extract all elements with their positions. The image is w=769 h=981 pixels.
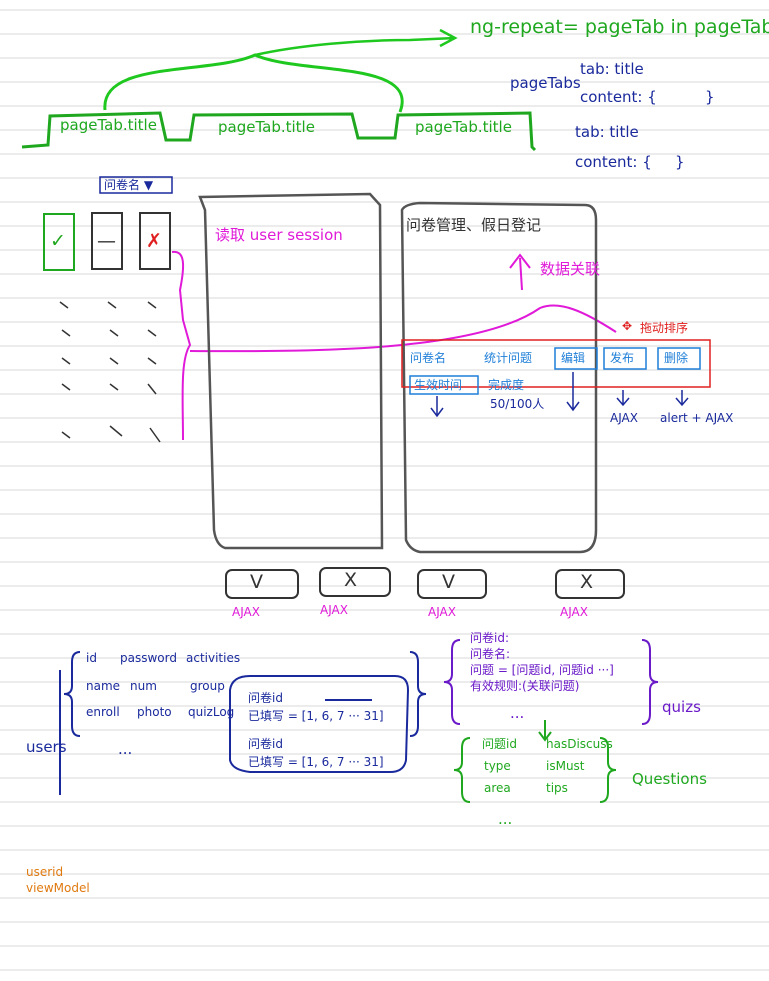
question-field-ismust: isMust — [546, 759, 585, 773]
pagetabs-row2-tab: tab: title — [575, 123, 639, 141]
quizlog-item-2-id: 问卷id — [248, 737, 283, 751]
drag-sort-label: 拖动排序 — [640, 321, 689, 335]
cancel-button-2[interactable]: X — [580, 571, 594, 593]
submit-button-2[interactable]: V — [442, 571, 455, 593]
users-field-name: name — [86, 679, 121, 693]
users-field-photo: photo — [137, 705, 172, 719]
question-field-hasdiscuss: hasDiscuss — [546, 737, 613, 751]
pagetabs-row2-content: content: { — [575, 153, 652, 171]
edit-button[interactable]: 编辑 — [561, 351, 586, 365]
users-field-password: password — [120, 651, 177, 665]
users-field-activities: activities — [186, 651, 241, 665]
quizlog-item-1-id: 问卷id — [248, 691, 283, 705]
cell-questionnaire-name: 问卷名 — [410, 351, 447, 365]
ng-repeat-directive: ng-repeat= pageTab in pageTabs — [470, 16, 769, 38]
cell-effective-time: 生效时间 — [414, 378, 463, 392]
cell-completion: 完成度 — [488, 378, 525, 392]
completion-value: 50/100人 — [490, 397, 545, 411]
right-panel-title: 问卷管理、假日登记 — [406, 216, 542, 234]
publish-ajax-note: AJAX — [610, 411, 638, 425]
quizs-more: ... — [510, 704, 525, 722]
cell-stats: 统计问题 — [484, 351, 533, 365]
checkbox-yes[interactable]: ✓ — [50, 230, 66, 252]
submit-button-1[interactable]: V — [250, 571, 263, 593]
quizs-label: quizs — [662, 698, 701, 716]
ajax-label-1: AJAX — [232, 605, 260, 619]
question-field-type: type — [484, 759, 511, 773]
ajax-label-2: AJAX — [320, 603, 348, 617]
publish-button[interactable]: 发布 — [610, 351, 635, 365]
users-field-num: num — [130, 679, 157, 693]
delete-ajax-note: alert + AJAX — [660, 411, 734, 425]
questions-label: Questions — [632, 770, 707, 788]
tab-2-title[interactable]: pageTab.title — [218, 118, 315, 136]
quizs-line-3: 问题 = [问题id, 问题id ···] — [470, 663, 614, 677]
users-field-quizlog: quizLog — [188, 705, 235, 719]
tab-1-title[interactable]: pageTab.title — [60, 116, 157, 134]
quizs-line-4: 有效规则:(关联问题) — [470, 679, 580, 693]
pagetabs-row2-close: } — [675, 153, 685, 171]
footer-viewmodel: viewModel — [26, 881, 90, 895]
question-field-id: 问题id — [482, 737, 517, 751]
question-field-tips: tips — [546, 781, 568, 795]
footer-userid: userid — [26, 865, 64, 879]
tab-3-title[interactable]: pageTab.title — [415, 118, 512, 136]
checkbox-no[interactable]: ✗ — [146, 230, 162, 252]
questionnaire-dropdown[interactable]: 问卷名 ▼ — [104, 178, 154, 192]
users-field-group: group — [190, 679, 225, 693]
ajax-label-3: AJAX — [428, 605, 456, 619]
questions-more: ... — [498, 810, 513, 828]
users-field-enroll: enroll — [86, 705, 120, 719]
checkbox-na[interactable]: — — [97, 230, 116, 252]
quizlog-item-2-filled: 已填写 = [1, 6, 7 ··· 31] — [248, 755, 384, 769]
quizlog-item-1-filled: 已填写 = [1, 6, 7 ··· 31] — [248, 709, 384, 723]
users-field-id: id — [86, 651, 97, 665]
pagetabs-row1-content: content: { — [580, 88, 657, 106]
data-binding-note: 数据关联 — [540, 260, 601, 278]
drag-handle-icon[interactable]: ✥ — [622, 319, 633, 333]
users-more: ... — [118, 740, 133, 758]
cancel-button-1[interactable]: X — [344, 569, 358, 591]
pagetabs-row1-tab: tab: title — [580, 60, 644, 78]
quizs-line-2: 问卷名: — [470, 647, 511, 661]
users-label: users — [26, 738, 67, 756]
pagetabs-row1-close: } — [705, 88, 715, 106]
question-field-area: area — [484, 781, 511, 795]
quizs-line-1: 问卷id: — [470, 631, 509, 645]
middle-panel-title: 读取 user session — [215, 226, 343, 244]
pagetabs-label: pageTabs — [510, 74, 581, 92]
delete-button[interactable]: 删除 — [664, 351, 689, 365]
ajax-label-4: AJAX — [560, 605, 588, 619]
